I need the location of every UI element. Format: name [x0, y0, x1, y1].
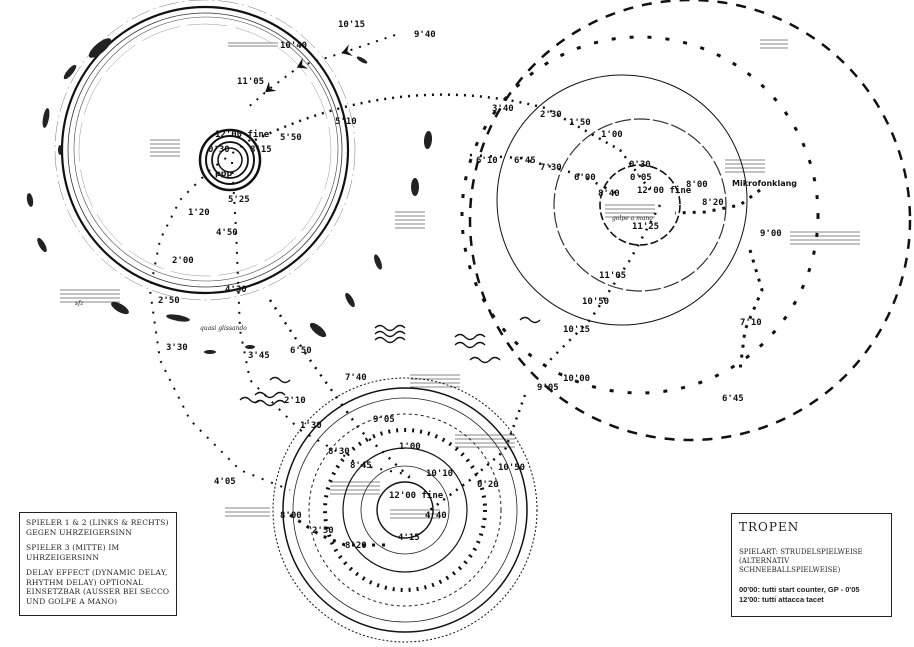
- time-marker-right: 6'45: [514, 156, 536, 166]
- time-marker-left: 3'30: [166, 343, 188, 353]
- playing-style-main: Spielart: Strudelspielweise: [739, 548, 863, 556]
- time-marker-left: 4'30: [225, 285, 247, 295]
- legend-players-direction: Spieler 1 & 2 (links & rechts) gegen Uhr…: [26, 518, 169, 537]
- title-box: Tropen Spielart: Strudelspielweise (alte…: [731, 513, 892, 617]
- time-marker-left: 1'20: [188, 208, 210, 218]
- time-marker-left: 10'15: [338, 20, 365, 30]
- time-marker-center: 8'30: [328, 447, 350, 457]
- time-marker-left: 4'05: [214, 477, 236, 487]
- time-marker-right: 11'25: [632, 222, 659, 232]
- time-marker-right: 0'05: [630, 173, 652, 183]
- time-marker-right: 1'00: [601, 130, 623, 140]
- time-marker-center: 2'50: [312, 526, 334, 536]
- time-marker-right: 11'05: [599, 271, 626, 281]
- time-marker-center: 0'20: [477, 480, 499, 490]
- left-circle: [26, 0, 433, 354]
- staff-fragments: [60, 39, 860, 519]
- time-marker-center: 10'10: [426, 469, 453, 479]
- time-marker-left: 8'15: [250, 145, 272, 155]
- time-marker-left: 0'30: [208, 145, 230, 155]
- time-marker-center: 1'30: [300, 421, 322, 431]
- time-marker-center: 9'05: [373, 415, 395, 425]
- time-marker-center: 7'40: [345, 373, 367, 383]
- time-marker-left: 2'00: [172, 256, 194, 266]
- legend-delay-effect: Delay Effect (dynamic delay, rhythm dela…: [26, 568, 170, 606]
- time-marker-center: 8'00: [280, 511, 302, 521]
- golpe-a-mano-label: golpe a mano: [612, 215, 653, 222]
- time-marker-right: 6'00: [574, 173, 596, 183]
- time-marker-center: 12'00 fine: [389, 490, 444, 501]
- time-labels: 10'15 9'40 10'40 11'05 5'10 5'50 8'15 0'30 12'00…: [158, 20, 782, 551]
- note-end: 12'00: tutti attacca tacet: [739, 595, 824, 604]
- time-marker-left: 11'05: [237, 77, 264, 87]
- note-start: 00'00: tutti start counter, GP - 0'05: [739, 585, 860, 594]
- time-marker-left: 3'45: [248, 351, 270, 361]
- time-marker-right: 9'05: [537, 383, 559, 393]
- time-marker-right: 10'00: [563, 374, 590, 384]
- time-marker-right: 8'00: [686, 180, 708, 190]
- time-marker-center: 8'20: [345, 541, 367, 551]
- time-marker-right: 7'30: [540, 163, 562, 173]
- score-title: Tropen: [739, 520, 800, 534]
- sfz-label: sfz: [75, 300, 84, 307]
- time-marker-right: 9'00: [760, 229, 782, 239]
- time-marker-right: 0'30: [629, 160, 651, 170]
- time-marker-left: 9'40: [414, 30, 436, 40]
- center-circle: [272, 377, 538, 643]
- time-marker-left: 2'50: [158, 296, 180, 306]
- time-marker-right: 8'20: [702, 198, 724, 208]
- time-marker-right: 12'00 fine: [637, 185, 692, 196]
- time-marker-right: 1'50: [569, 118, 591, 128]
- time-marker-right: 8'40: [598, 189, 620, 199]
- wave-marks: [239, 316, 541, 407]
- right-circle: [460, 0, 912, 442]
- legend-box: Spieler 1 & 2 (links & rechts) gegen Uhr…: [19, 512, 177, 616]
- arrow-paths: [148, 34, 764, 547]
- time-marker-left: 10'40: [280, 41, 307, 51]
- playing-style-alt: (alternativ Schneeballspielweise): [739, 557, 841, 574]
- time-marker-center: 10'50: [498, 463, 525, 473]
- time-marker-left: 12'00 fine: [215, 129, 270, 140]
- time-marker-right: 6'10: [476, 156, 498, 166]
- time-marker-right: 10'15: [563, 325, 590, 335]
- quasi-glissando-label: quasi glissando: [200, 325, 247, 332]
- time-marker-left: 5'25: [228, 195, 250, 205]
- time-marker-right: 6'45: [722, 394, 744, 404]
- time-marker-right: 7'10: [740, 318, 762, 328]
- time-marker-left: 5'50: [280, 133, 302, 143]
- time-marker-center: 4'15: [398, 533, 420, 543]
- time-marker-right: 10'50: [582, 297, 609, 307]
- ppp-label: ppp: [215, 169, 232, 178]
- time-marker-left: 5'10: [335, 117, 357, 127]
- mikrofonklang-label: Mikrofonklang: [732, 179, 797, 188]
- time-marker-center: 8'45: [350, 461, 372, 471]
- playing-style: Spielart: Strudelspielweise (alternativ …: [739, 548, 884, 575]
- legend-player3-direction: Spieler 3 (Mitte) im Uhrzeigersinn: [26, 543, 120, 562]
- time-marker-center: 4'40: [425, 511, 447, 521]
- time-marker-left: 6'50: [290, 346, 312, 356]
- time-marker-right: 3'40: [492, 104, 514, 114]
- time-marker-center: 2'10: [284, 396, 306, 406]
- time-marker-right: 2'30: [540, 110, 562, 120]
- time-marker-center: 1'00: [399, 442, 421, 452]
- time-marker-left: 4'50: [216, 228, 238, 238]
